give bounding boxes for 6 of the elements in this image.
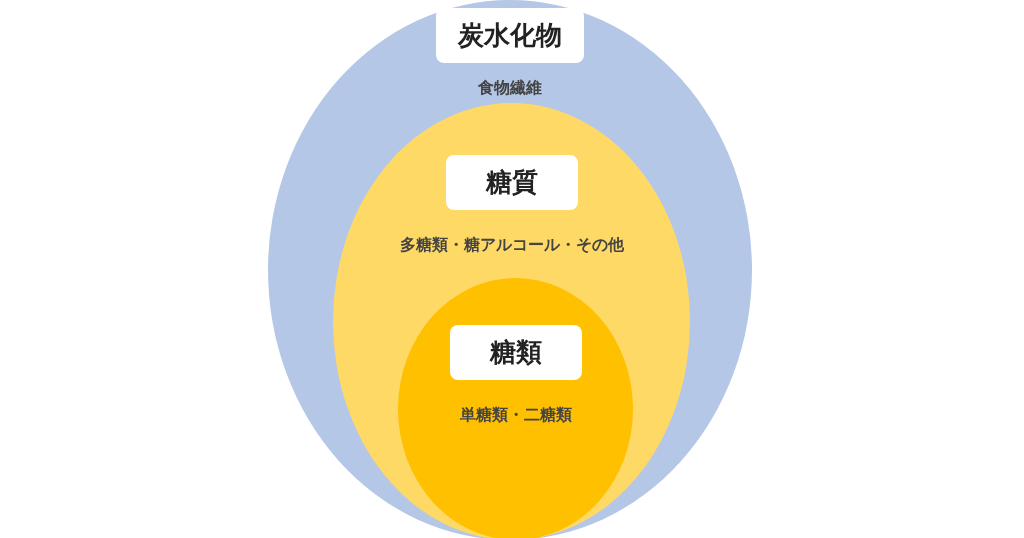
heading-label: 糖質	[445, 155, 578, 210]
heading-label: 炭水化物	[436, 8, 584, 63]
caption-text: 単糖類・二糖類	[458, 405, 573, 426]
heading-label: 糖類	[449, 325, 582, 380]
caption-text: 多糖類・糖アルコール・その他	[398, 235, 625, 256]
caption-text: 食物繊維	[477, 78, 543, 99]
